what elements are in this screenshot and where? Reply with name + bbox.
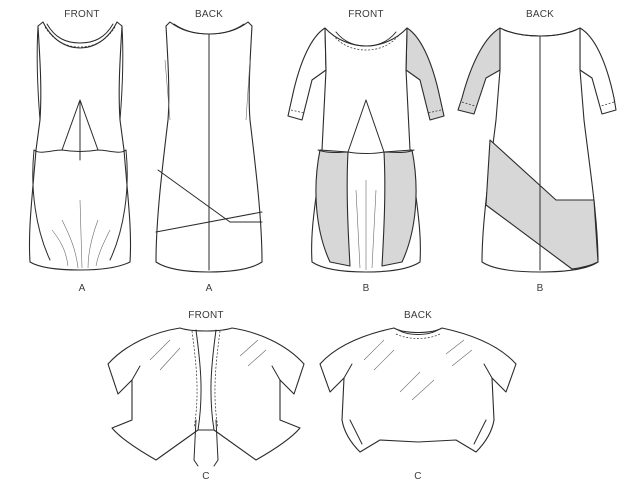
jacket-c-back-body xyxy=(319,327,517,453)
armhole-right xyxy=(119,25,124,121)
c-back-armhole xyxy=(343,363,493,379)
c-back-hatch xyxy=(363,339,473,401)
pocket-line xyxy=(33,149,127,153)
b-center-drape xyxy=(347,99,385,153)
c-ties xyxy=(193,419,219,467)
view-c-back: BACK C xyxy=(319,310,517,482)
c-back-hem-drape xyxy=(349,419,487,445)
view-c-front: FRONT C xyxy=(107,310,305,482)
side-drape xyxy=(32,149,128,261)
c-front-opening xyxy=(195,329,217,431)
view-c-front-heading: FRONT xyxy=(188,310,223,321)
c-back-neckline xyxy=(397,329,439,335)
sleeve-b-back-left-contrast xyxy=(457,27,501,115)
view-a-front-heading: FRONT xyxy=(64,9,99,20)
b-pocket-line xyxy=(317,149,415,154)
view-b-front-heading: FRONT xyxy=(348,9,383,20)
sleeve-b-front-left xyxy=(287,27,327,121)
center-drape xyxy=(61,99,99,161)
sleeve-b-front-right-contrast xyxy=(405,27,445,121)
drape-b-front-right-contrast xyxy=(381,149,417,267)
view-c-back-label: C xyxy=(414,471,421,482)
b-back-sleeve-hems xyxy=(461,101,615,107)
view-c-back-heading: BACK xyxy=(404,310,432,321)
neckline xyxy=(46,23,114,44)
b-neckline xyxy=(335,31,397,47)
armhole-left xyxy=(36,25,41,121)
view-a-back-heading: BACK xyxy=(195,9,223,20)
c-band-stitch xyxy=(191,330,221,429)
diagonal-seam-upper xyxy=(157,169,263,223)
c-back-neck-stitch xyxy=(395,333,441,339)
view-b-front: FRONT B xyxy=(287,9,445,294)
view-a-front-label: A xyxy=(79,283,86,294)
side-notes xyxy=(164,59,251,121)
b-back-neckline xyxy=(503,29,577,37)
b-sleeve-hems xyxy=(290,109,442,114)
diagonal-panel-b-contrast xyxy=(485,139,599,270)
b-fold-lines xyxy=(355,180,377,270)
view-a-back-label: A xyxy=(206,283,213,294)
view-b-back: BACK B xyxy=(457,9,617,294)
view-b-front-label: B xyxy=(363,283,370,294)
view-a-front: FRONT A xyxy=(28,9,132,294)
drape-b-front-left-contrast xyxy=(315,149,351,267)
view-a-back: BACK A xyxy=(155,9,263,294)
jacket-c-front-body xyxy=(107,327,305,461)
view-c-front-label: C xyxy=(202,471,209,482)
b-neck-stitch xyxy=(332,34,400,51)
c-front-hatch xyxy=(149,339,267,371)
diagonal-seam-lower xyxy=(155,211,263,233)
sleeve-b-back-right xyxy=(579,27,617,115)
fold-lines xyxy=(51,199,111,269)
c-armhole xyxy=(131,365,281,381)
view-b-back-label: B xyxy=(537,283,544,294)
view-b-back-heading: BACK xyxy=(526,9,554,20)
